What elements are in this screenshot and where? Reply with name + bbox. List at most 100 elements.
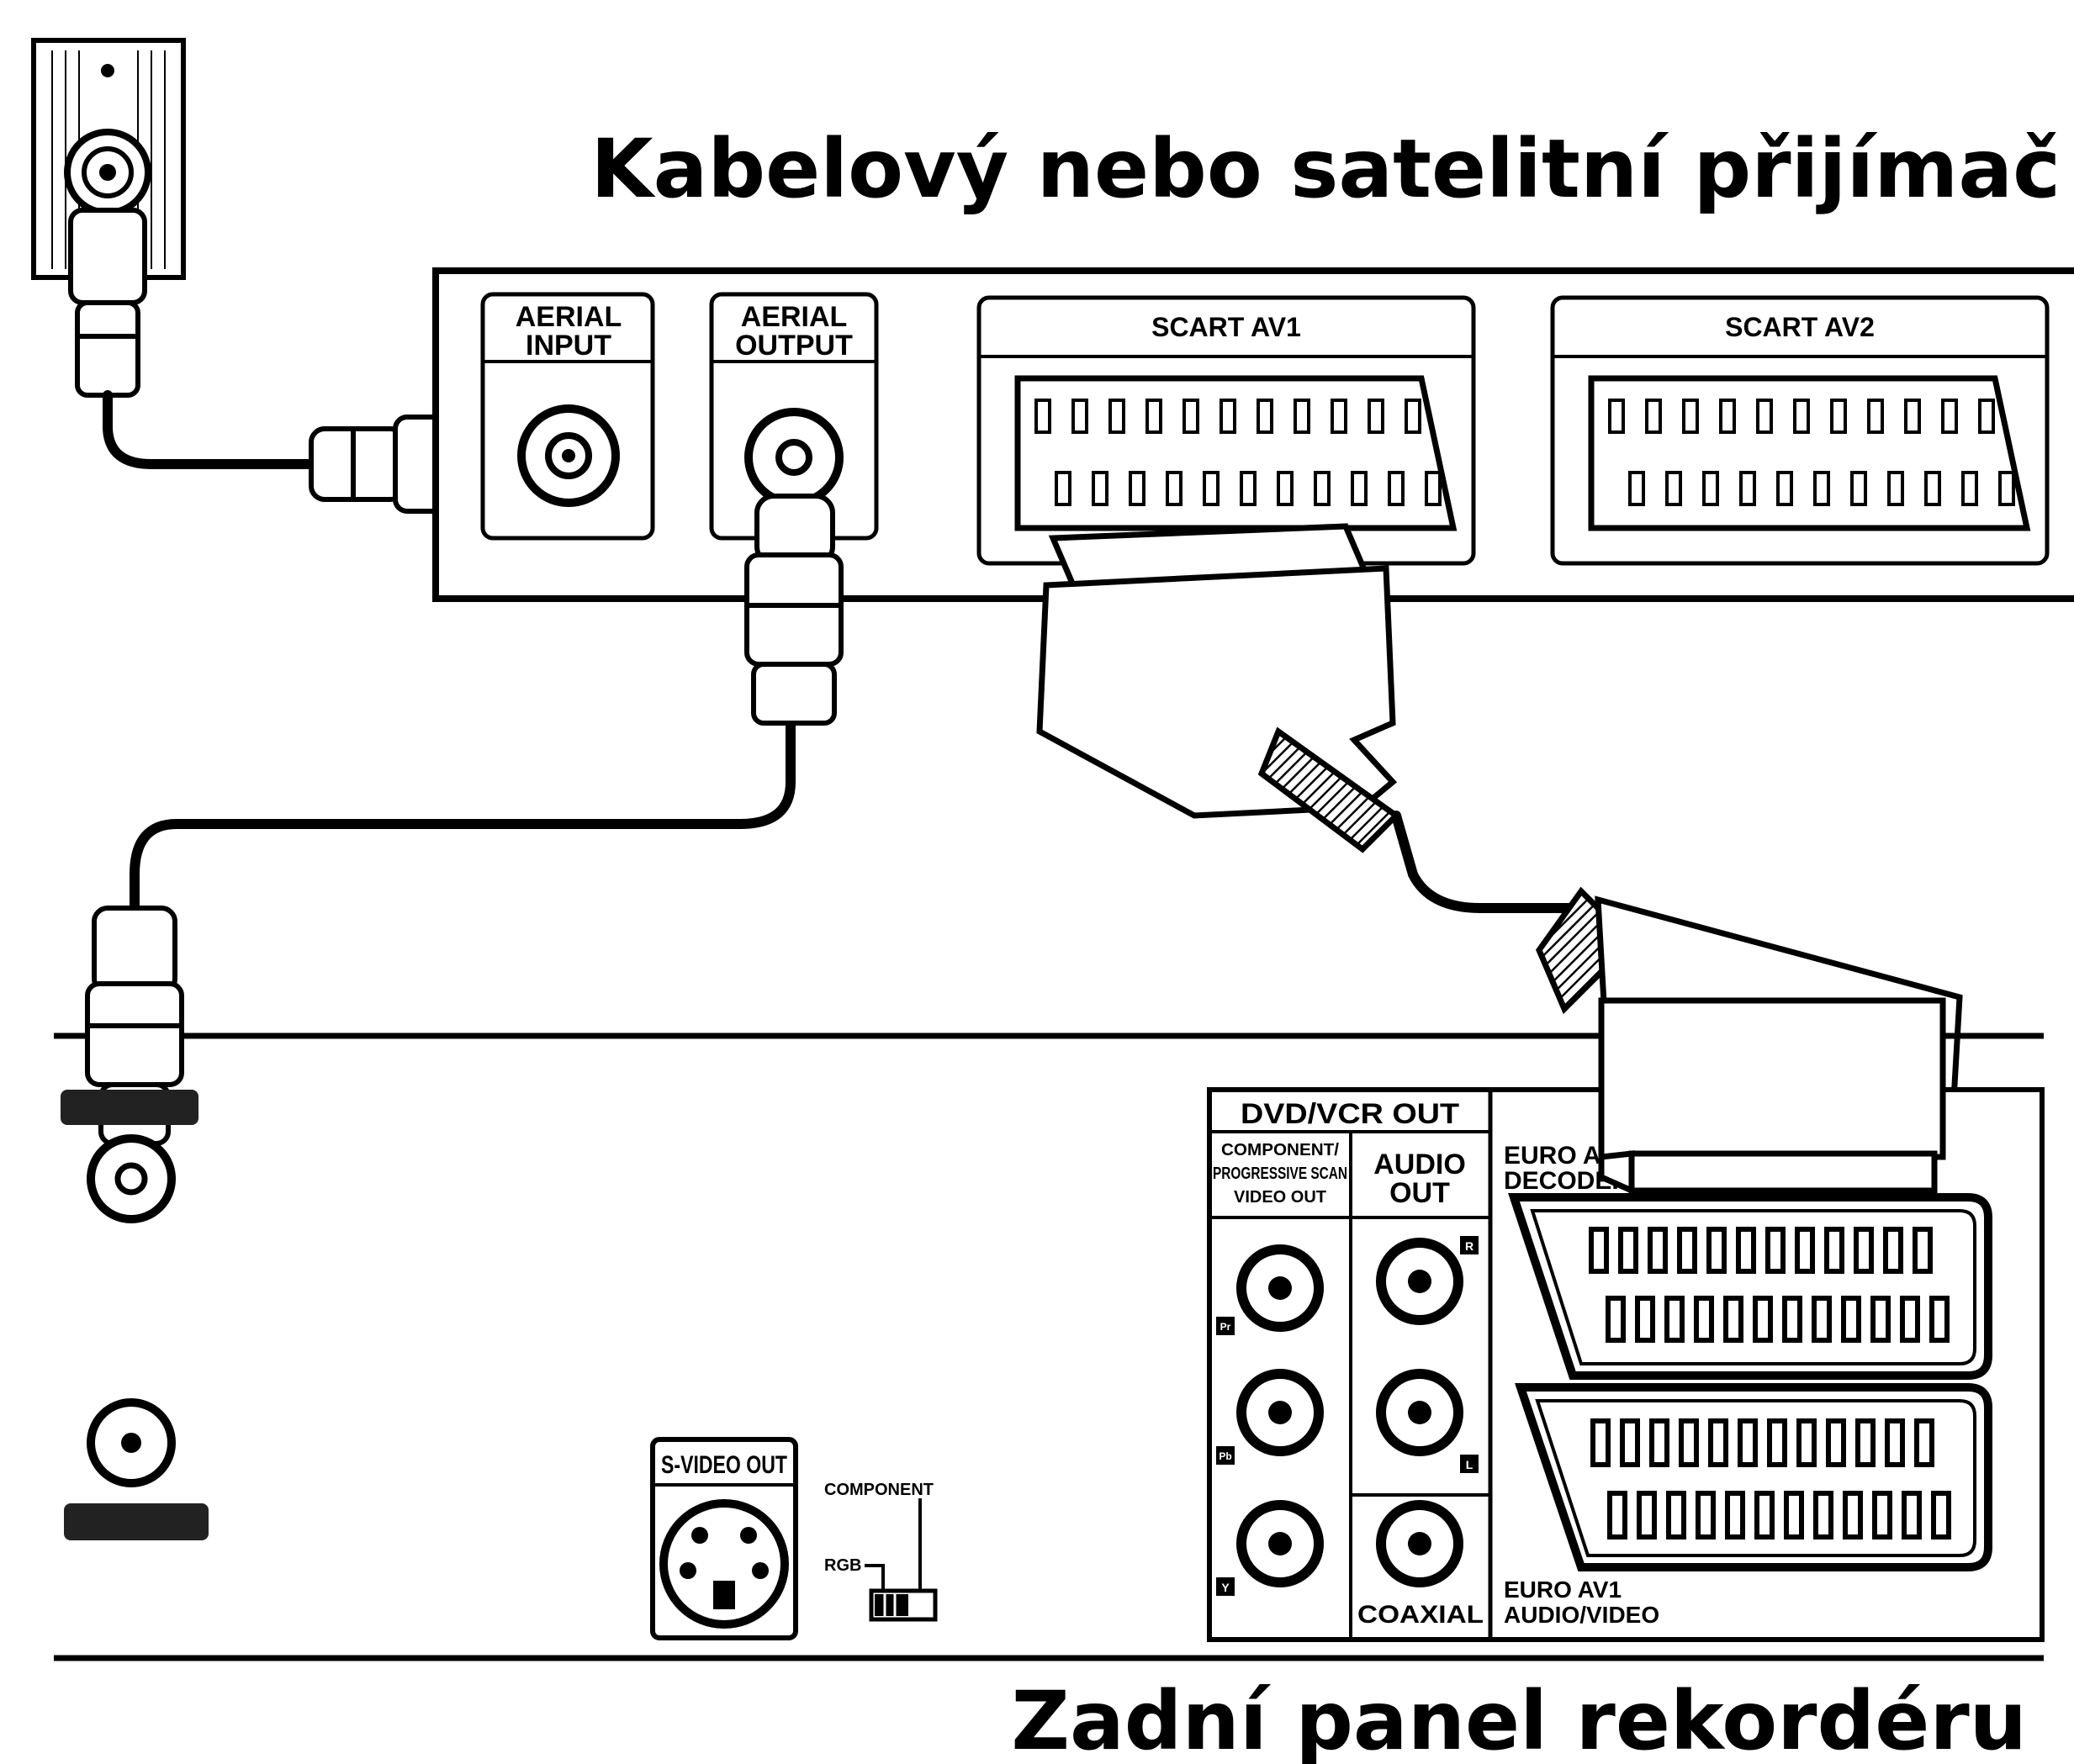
euro-av1-label-1: EURO AV1 <box>1504 1577 1622 1603</box>
connector-pin <box>1257 399 1273 434</box>
connector-pin <box>1620 1418 1640 1467</box>
connector-pin <box>1854 1227 1874 1274</box>
connector-pin <box>1913 1227 1933 1274</box>
connector-pin <box>1368 399 1384 434</box>
jack-audio-r <box>1376 1238 1463 1325</box>
connector-pin <box>1706 1227 1727 1274</box>
jack-pr-label: Pr <box>1220 1321 1231 1333</box>
aerial-output-label-2: OUTPUT <box>735 330 853 362</box>
connector-pin <box>1753 1296 1773 1343</box>
connector-pin <box>1885 1418 1905 1467</box>
switch-component-label: COMPONENT <box>824 1481 934 1499</box>
s-video-out-socket: S-VIDEO OUT <box>650 1437 798 1640</box>
aerial-input-socket: AERIAL INPUT <box>480 292 655 541</box>
connector-pin <box>1696 1491 1716 1540</box>
connector-pin <box>1589 1227 1609 1274</box>
connector-pin <box>1998 471 2015 506</box>
scart-plug-receiver <box>1036 523 1401 853</box>
connector-pin <box>1628 471 1645 506</box>
recorder-rf-out-socket <box>87 1398 176 1487</box>
aerial-output-plug <box>744 494 844 726</box>
euro-av2-pins <box>1589 1227 1950 1343</box>
scart-av2-socket: SCART AV2 <box>1550 295 2050 566</box>
connector-pin <box>1796 1418 1817 1467</box>
connector-pin <box>1182 399 1199 434</box>
jack-pr <box>1236 1244 1324 1332</box>
connector-pin <box>1220 399 1236 434</box>
connector-pin <box>1841 1296 1861 1343</box>
jack-y-label: Y <box>1221 1581 1230 1594</box>
switch-rgb-label: RGB <box>824 1556 861 1575</box>
connector-pin <box>1738 1418 1758 1467</box>
cables <box>103 390 1586 913</box>
jack-r-label: R <box>1465 1239 1473 1253</box>
connector-pin <box>1294 399 1310 434</box>
connector-pin <box>1635 1296 1655 1343</box>
connector-pin <box>1719 399 1736 434</box>
connector-pin <box>1677 1227 1697 1274</box>
euro-av1-label-2: AUDIO/VIDEO <box>1504 1602 1659 1628</box>
connector-pin <box>1830 399 1847 434</box>
scart-av1-label: SCART AV1 <box>1151 312 1301 342</box>
s-video-out-label: S-VIDEO OUT <box>661 1451 787 1479</box>
connector-pin <box>1756 399 1773 434</box>
recorder-title: Zadní panel rekordéru <box>1011 1674 2027 1764</box>
connector-pin <box>1824 1227 1844 1274</box>
scart-av1-socket: SCART AV1 <box>976 295 1476 566</box>
aerial-output-label-1: AERIAL <box>741 301 848 333</box>
connector-pin <box>1870 1296 1891 1343</box>
connector-pin <box>1608 399 1625 434</box>
jack-coaxial <box>1376 1500 1463 1587</box>
connector-pin <box>1649 1418 1669 1467</box>
connector-pin <box>1765 1227 1786 1274</box>
connector-pin <box>1664 1296 1685 1343</box>
aerial-input-label-2: INPUT <box>526 330 611 362</box>
connector-pin <box>1108 399 1125 434</box>
component-rgb-switch[interactable]: COMPONENT RGB <box>824 1481 938 1622</box>
connector-pin <box>1904 399 1921 434</box>
wall-aerial-socket <box>31 38 186 280</box>
component-label-1: COMPONENT/ <box>1221 1141 1339 1159</box>
connector-pin <box>1129 471 1145 506</box>
connector-pin <box>1736 1227 1756 1274</box>
connector-pin <box>1648 1227 1668 1274</box>
jack-l-label: L <box>1466 1458 1473 1471</box>
aerial-output-socket: AERIAL OUTPUT <box>709 292 879 541</box>
scart-plug-recorder-front <box>1598 997 1946 1196</box>
connector-pin <box>1723 1296 1743 1343</box>
connector-pin <box>1867 399 1884 434</box>
aerial-input-label-1: AERIAL <box>516 301 622 333</box>
recorder-aerial-label-bar <box>61 1090 198 1125</box>
connector-pin <box>1813 471 1830 506</box>
connector-pin <box>1795 1227 1815 1274</box>
connector-pin <box>1784 1491 1804 1540</box>
connector-pin <box>1092 471 1108 506</box>
connector-pin <box>1314 471 1331 506</box>
euro-av2-label-1: EURO A <box>1504 1142 1601 1170</box>
connector-pin <box>1708 1418 1728 1467</box>
connector-pin <box>1203 471 1220 506</box>
scart-av1-pins <box>1034 399 1442 506</box>
connector-pin <box>1645 399 1662 434</box>
connector-pin <box>1850 471 1867 506</box>
scart-av2-label: SCART AV2 <box>1725 312 1875 342</box>
connector-pin <box>1425 471 1442 506</box>
connector-pin <box>1607 1491 1627 1540</box>
connector-pin <box>1351 471 1368 506</box>
connector-pin <box>1793 399 1810 434</box>
connector-pin <box>1331 399 1347 434</box>
euro-av1-pins <box>1590 1418 1951 1540</box>
connector-pin <box>1405 399 1421 434</box>
connector-pin <box>1929 1296 1950 1343</box>
connector-pin <box>1813 1491 1833 1540</box>
connector-pin <box>1637 1491 1657 1540</box>
component-label-3: VIDEO OUT <box>1234 1188 1326 1207</box>
connector-pin <box>1682 399 1699 434</box>
jack-pb <box>1236 1369 1324 1456</box>
connector-pin <box>1902 1491 1922 1540</box>
jack-pb-label: Pb <box>1219 1450 1231 1462</box>
connector-pin <box>1924 471 1941 506</box>
audio-out-label-1: AUDIO <box>1373 1149 1466 1180</box>
connector-pin <box>1725 1491 1745 1540</box>
